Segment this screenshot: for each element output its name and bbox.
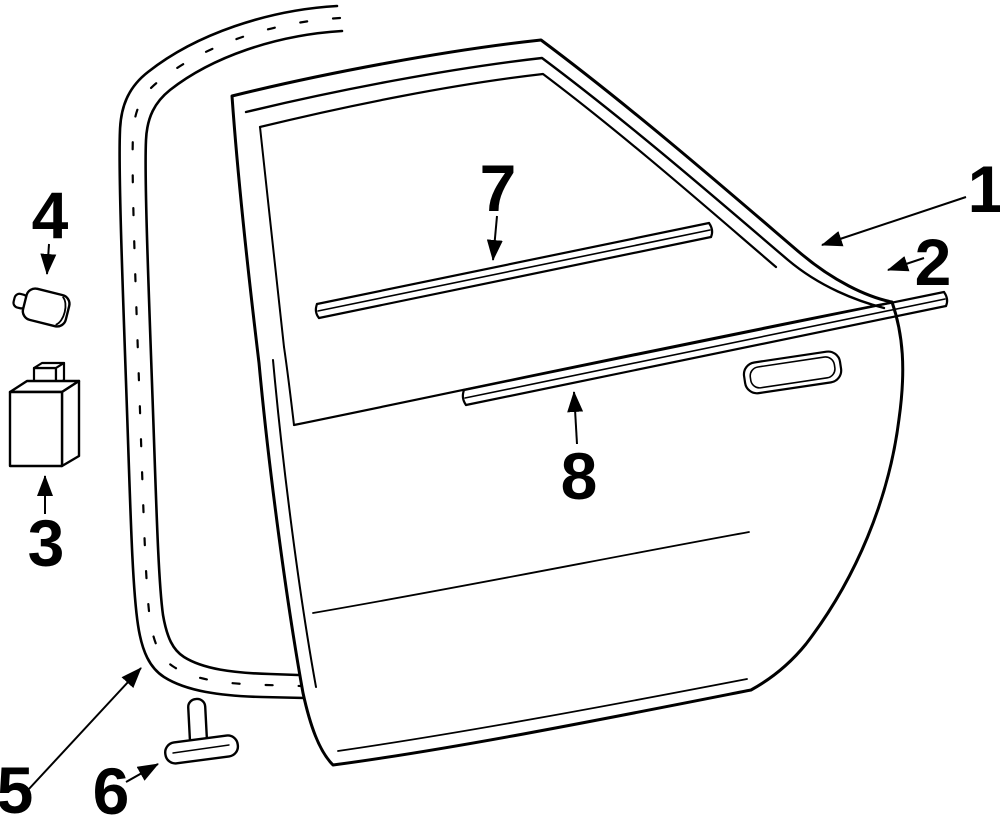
upper-window-molding	[314, 221, 714, 320]
callout-7[interactable]: 7	[480, 151, 517, 261]
callout-2-label[interactable]: 2	[915, 225, 952, 299]
part-plug	[12, 287, 71, 328]
callout-6-label[interactable]: 6	[93, 754, 130, 817]
callout-8-label[interactable]: 8	[561, 439, 598, 513]
callout-1-arrow	[821, 196, 967, 247]
callout-5-label[interactable]: 5	[0, 753, 33, 817]
callout-1-label[interactable]: 1	[968, 152, 1000, 226]
box-front-face	[8, 390, 64, 468]
callout-7-label[interactable]: 7	[480, 151, 517, 225]
window-frame-inner-line	[244, 56, 886, 310]
callout-5-arrow	[27, 667, 142, 791]
callout-8[interactable]: 8	[561, 391, 598, 513]
part-box	[8, 361, 81, 468]
upper-molding-bottom-edge	[317, 235, 713, 320]
weatherstrip-outer-edge	[118, 4, 339, 700]
door-bottom-contour	[337, 678, 748, 752]
callout-8-arrow	[567, 391, 584, 445]
weatherstrip-inner-edge	[144, 29, 344, 677]
upper-molding-mid-line	[317, 229, 711, 312]
callout-3-label[interactable]: 3	[28, 506, 65, 580]
callout-4[interactable]: 4	[32, 178, 69, 275]
window-front-channel	[259, 126, 285, 348]
callout-2[interactable]: 2	[887, 225, 952, 299]
window-opening-edge	[258, 72, 778, 269]
belt-molding-right-cap	[942, 290, 949, 308]
callout-2-arrow	[887, 256, 925, 272]
belt-left-connector	[283, 346, 295, 426]
door-handle-recess	[742, 350, 843, 395]
callout-4-label[interactable]: 4	[32, 178, 69, 252]
handle-recess-inner	[749, 356, 836, 389]
belt-molding-left-cap	[461, 388, 468, 407]
clip-base-line	[172, 744, 230, 754]
door-mid-contour	[312, 531, 750, 614]
handle-recess-outer	[742, 350, 843, 395]
callout-4-arrow	[40, 243, 57, 275]
plug-body	[21, 287, 71, 328]
callout-6-arrow	[125, 763, 159, 783]
upper-molding-top-edge	[315, 221, 711, 306]
callout-5[interactable]: 5	[0, 667, 142, 817]
part-clip	[164, 697, 240, 765]
door-seal-weatherstrip	[118, 4, 344, 700]
callout-6[interactable]: 6	[93, 754, 159, 817]
weatherstrip-stitch-marks	[131, 16, 342, 688]
callout-3[interactable]: 3	[28, 475, 65, 580]
callout-7-arrow	[486, 215, 503, 261]
box-side-face	[60, 379, 81, 468]
belt-molding	[461, 290, 949, 407]
belt-molding-top-edge	[462, 290, 946, 392]
upper-molding-right-cap	[707, 221, 714, 239]
door-front-edge-inner	[272, 359, 317, 688]
belt-molding-bottom-edge	[464, 304, 948, 407]
belt-molding-mid-line	[464, 298, 946, 399]
upper-molding-left-cap	[314, 302, 321, 320]
callout-1[interactable]: 1	[821, 152, 1000, 247]
plug-end-cap	[55, 296, 67, 326]
